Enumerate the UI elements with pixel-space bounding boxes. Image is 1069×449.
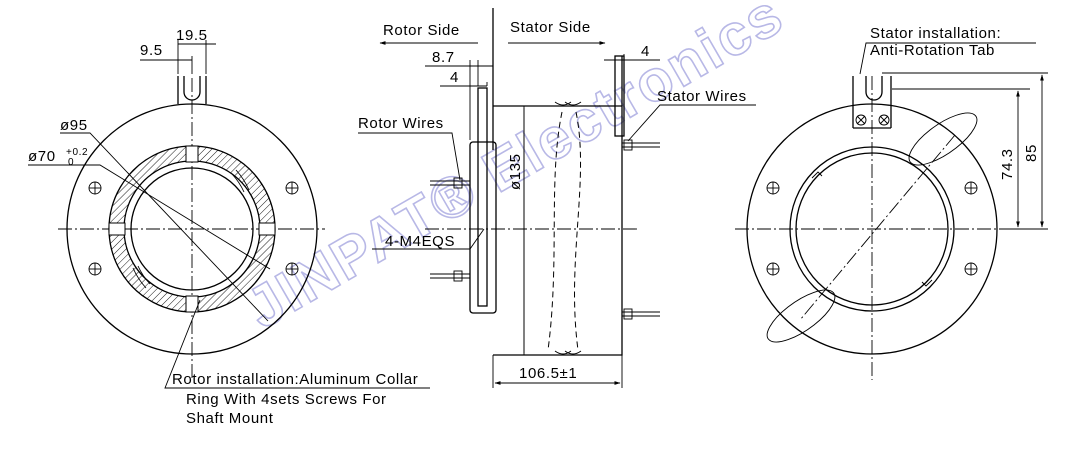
mount-hole-tl (88, 181, 102, 195)
stator-flange-outline (746, 103, 998, 355)
dim-4-left: 4 (450, 69, 459, 86)
dim-9-5: 9.5 (140, 42, 163, 59)
stator-hole-tl (766, 181, 780, 195)
leader-stator-installation (859, 42, 1036, 75)
stator-inner-ring (789, 146, 955, 312)
dim-19-5: 19.5 (176, 27, 208, 44)
leader-phi70 (28, 164, 271, 270)
tab-screw-left (855, 114, 867, 126)
stator-diagonal-ctr (799, 134, 956, 321)
stator-side-label: Stator Side (510, 19, 591, 36)
leader-phi95 (60, 132, 269, 322)
leader-stator-wires (627, 104, 756, 142)
rotor-wires-top (430, 177, 470, 189)
stator-kidney-lower (766, 289, 836, 343)
side-view: Rotor Side Stator Side (358, 8, 756, 388)
break-mark-top (554, 101, 582, 106)
rotor-flange-outline (66, 103, 318, 355)
stator-hole-bl (766, 262, 780, 276)
anti-rotation-tab (852, 76, 892, 129)
stator-notch-tl (811, 171, 823, 179)
rotor-wires-bottom (430, 270, 470, 282)
break-mark-bottom (554, 350, 582, 355)
right-view: Stator installation: Anti-Rotation Tab 7… (735, 25, 1048, 380)
hidden-curve-2 (574, 111, 582, 351)
dim-4-right: 4 (641, 43, 650, 60)
dim-phi135: ø135 (507, 153, 524, 190)
stator-installation-line1: Stator installation: (870, 25, 1001, 42)
tab-screw-right (878, 114, 890, 126)
stator-wires-top (622, 139, 660, 151)
kidney-slot-upper (231, 169, 250, 193)
rotor-installation-line2: Ring With 4sets Screws For (186, 391, 387, 408)
stator-body (493, 105, 623, 356)
rotor-flange-plate (477, 87, 488, 307)
dim-phi95: ø95 (60, 117, 88, 134)
dim-phi70-tol-upper: +0.2 (66, 147, 88, 158)
collar-slot-right (258, 222, 276, 236)
collar-slot-left (108, 222, 126, 236)
left-view: 19.5 9.5 ø95 ø70 +0.2 0 Rotor installati… (28, 27, 430, 427)
dim-phi70-tol-lower: 0 (68, 157, 74, 168)
mount-hole-tr (285, 181, 299, 195)
stator-tab (614, 55, 625, 137)
rotor-tab (177, 76, 207, 104)
stator-hole-br (964, 262, 978, 276)
dim-85: 85 (1023, 144, 1040, 162)
screw-spec-label: 4-M4EQS (385, 233, 455, 250)
stator-kidney-upper (908, 112, 978, 166)
mount-hole-br (285, 262, 299, 276)
dim-74-3: 74.3 (999, 148, 1016, 180)
leader-screws (372, 228, 485, 250)
stator-wires-bottom (622, 308, 660, 320)
rotor-bore (130, 167, 254, 291)
stator-notch-br (921, 279, 933, 287)
stator-installation-line2: Anti-Rotation Tab (870, 42, 995, 59)
collar-slot-top (185, 145, 199, 163)
rotor-installation-line1: Rotor installation:Aluminum Collar (172, 371, 418, 388)
rotor-side-label: Rotor Side (383, 22, 460, 39)
dim-length: 106.5±1 (519, 365, 577, 382)
rotor-wires-label: Rotor Wires (358, 115, 444, 132)
hidden-curve-1 (547, 111, 563, 351)
kidney-slot-lower (132, 265, 151, 289)
rotor-installation-line3: Shaft Mount (186, 410, 274, 427)
stator-hole-tr (964, 181, 978, 195)
stator-wires-label: Stator Wires (657, 88, 747, 105)
mount-hole-bl (88, 262, 102, 276)
leader-rotor-wires (358, 132, 461, 181)
dim-8-7: 8.7 (432, 49, 455, 66)
rotor-collar (469, 141, 497, 314)
dim-phi70: ø70 (28, 148, 56, 165)
stator-bore (795, 152, 949, 306)
leader-rotor-installation (164, 299, 430, 389)
